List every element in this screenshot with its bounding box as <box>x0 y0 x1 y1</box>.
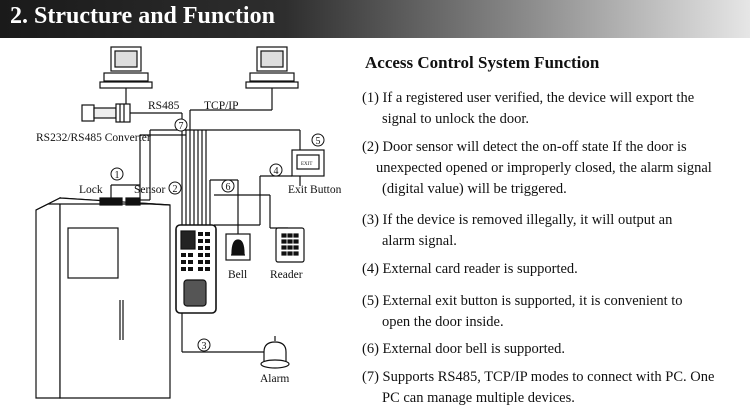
callout-6: 6 <box>226 182 231 193</box>
callout-4: 4 <box>274 166 279 177</box>
alarm-icon <box>260 336 290 369</box>
function-item-line: (7) Supports RS485, TCP/IP modes to conn… <box>362 369 715 385</box>
function-item-line: (3) If the device is removed illegally, … <box>362 212 673 228</box>
fingerprint-device-icon <box>175 224 217 314</box>
function-item-line: alarm signal. <box>382 233 457 249</box>
function-item-line: (4) External card reader is supported. <box>362 261 578 277</box>
label-rs485: RS485 <box>148 100 180 112</box>
function-item-6: (6) External door bell is supported. <box>362 339 747 360</box>
pc-rs485-icon <box>99 46 153 89</box>
exit-button-plate-text: EXIT <box>301 162 312 167</box>
function-item-line: PC can manage multiple devices. <box>382 390 575 406</box>
label-lock: Lock <box>79 184 103 196</box>
door-icon <box>35 197 171 399</box>
converter-icon <box>81 103 131 123</box>
function-item-line: (2) Door sensor will detect the on-off s… <box>362 139 687 155</box>
label-alarm: Alarm <box>260 373 289 385</box>
callout-1: 1 <box>115 170 120 181</box>
label-exit-button: Exit Button <box>288 184 342 196</box>
label-bell: Bell <box>228 269 247 281</box>
callout-5: 5 <box>316 136 321 147</box>
function-item-line: (6) External door bell is supported. <box>362 341 565 357</box>
label-converter: RS232/RS485 Converter <box>36 132 151 144</box>
function-item-line: signal to unlock the door. <box>382 111 529 127</box>
function-item-1: (1) If a registered user verified, the d… <box>362 88 747 130</box>
function-item-line: (digital value) will be triggered. <box>382 181 567 197</box>
function-item-line: (5) External exit button is supported, i… <box>362 293 683 309</box>
function-list-title: Access Control System Function <box>365 53 600 72</box>
bell-icon <box>225 233 251 261</box>
section-banner: 2. Structure and Function <box>0 0 750 38</box>
pc-tcpip-icon <box>245 46 299 89</box>
exit-button-icon <box>291 149 325 177</box>
function-item-line: (1) If a registered user verified, the d… <box>362 90 695 106</box>
callout-7: 7 <box>179 121 184 132</box>
card-reader-icon <box>275 227 305 263</box>
function-item-5: (5) External exit button is supported, i… <box>362 291 747 333</box>
label-reader: Reader <box>270 269 303 281</box>
callout-2: 2 <box>173 184 178 195</box>
callout-3: 3 <box>202 341 207 352</box>
function-item-4: (4) External card reader is supported. <box>362 259 747 280</box>
function-item-7: (7) Supports RS485, TCP/IP modes to conn… <box>362 367 747 409</box>
section-title: 2. Structure and Function <box>10 3 275 29</box>
function-item-line: open the door inside. <box>382 314 504 330</box>
function-item-line: unexpected opened or improperly closed, … <box>376 160 712 176</box>
function-item-2: (2) Door sensor will detect the on-off s… <box>362 137 747 200</box>
function-item-3: (3) If the device is removed illegally, … <box>362 210 747 252</box>
label-tcpip: TCP/IP <box>204 100 239 112</box>
label-sensor: Sensor <box>134 184 165 196</box>
